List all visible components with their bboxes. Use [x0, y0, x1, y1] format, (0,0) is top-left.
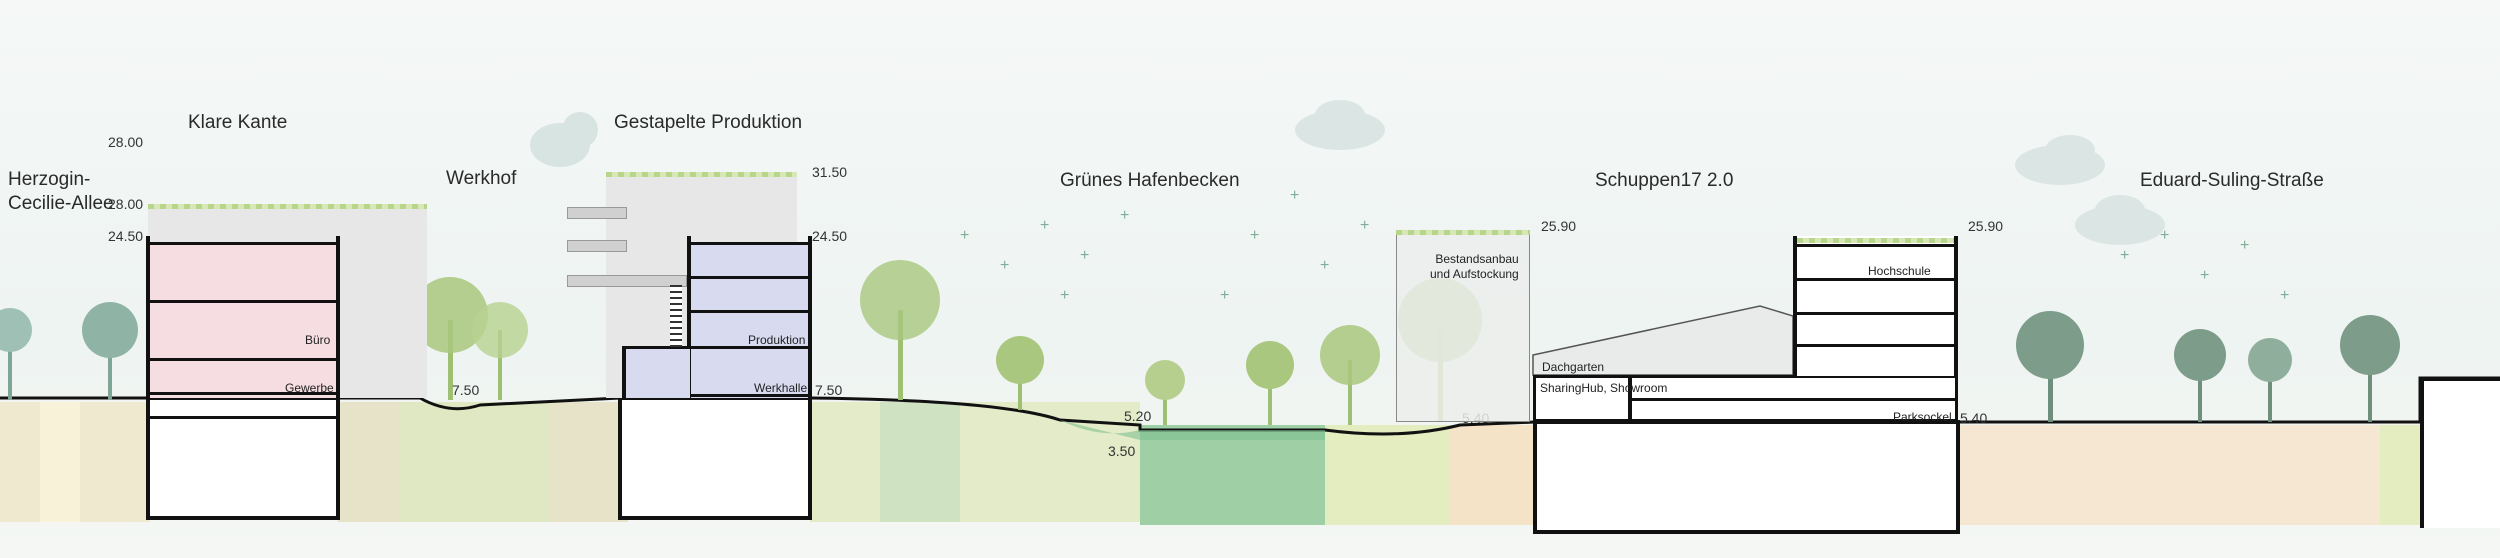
- svg-text:+: +: [1120, 207, 1129, 224]
- room-label-line: und Aufstockung: [1430, 267, 1519, 281]
- section-title-herzogin: Herzogin- Cecilie-Allee: [8, 168, 114, 216]
- section-title-eduard: Eduard-Suling-Straße: [2140, 170, 2324, 191]
- title-line: Herzogin-: [8, 169, 91, 190]
- ground-line: [0, 376, 2500, 436]
- svg-text:+: +: [1290, 187, 1299, 204]
- tree-icon: [1145, 360, 1185, 425]
- level-label: 25.90: [1541, 218, 1577, 234]
- tree-icon: [2016, 311, 2084, 422]
- svg-text:+: +: [1040, 217, 1049, 234]
- cantilever-slab: [567, 275, 687, 287]
- level-label: 28.00: [108, 196, 144, 212]
- svg-text:+: +: [1080, 247, 1089, 264]
- level-label: 5.20: [1124, 408, 1152, 424]
- tree-icon: [412, 277, 488, 400]
- level-label: 24.50: [812, 228, 848, 244]
- svg-text:+: +: [2160, 227, 2169, 244]
- tree-icon: [1246, 341, 1294, 425]
- level-label: 3.50: [1108, 443, 1136, 459]
- svg-text:+: +: [1220, 287, 1229, 304]
- svg-text:+: +: [1060, 287, 1069, 304]
- section-title-gestapelte: Gestapelte Produktion: [614, 112, 803, 133]
- plus-particles: + + + + + + + + + + + + + + + +: [960, 187, 2289, 304]
- building-werkhalle-extension: [622, 346, 690, 398]
- section-title-schuppen: Schuppen17 2.0: [1595, 170, 1734, 191]
- level-label: 24.50: [108, 228, 144, 244]
- green-roof: [1797, 238, 1954, 243]
- section-title-hafenbecken: Grünes Hafenbecken: [1060, 170, 1240, 191]
- level-label: 25.90: [1968, 218, 2004, 234]
- cloud-icon: [2075, 195, 2165, 245]
- stair: [670, 285, 682, 347]
- building-schuppen-base: [1533, 375, 1958, 422]
- building-hochschule: [1793, 236, 1958, 376]
- building-gestapelte-production: [687, 236, 812, 398]
- building-bestandsanbau: [1396, 234, 1530, 422]
- tree-icon: [2340, 315, 2400, 422]
- tree-icon: [1320, 325, 1380, 425]
- tree-icon: [2174, 329, 2226, 422]
- level-label: 7.50: [815, 382, 843, 398]
- level-label: 28.00: [108, 134, 144, 150]
- basin-water: [1060, 420, 1325, 440]
- building-klare-kante-office: [146, 236, 340, 419]
- room-label-hochschule: Hochschule: [1868, 264, 1931, 278]
- svg-text:+: +: [2280, 287, 2289, 304]
- room-label-gewerbe: Gewerbe: [285, 381, 334, 395]
- cantilever-slab: [567, 207, 627, 219]
- tree-icon: [82, 302, 138, 400]
- tree-icon: [0, 308, 32, 400]
- soil-layer: [0, 402, 2420, 525]
- room-label-buero: Büro: [305, 333, 331, 347]
- tree-icon: [996, 336, 1044, 410]
- tree-icon: [2248, 338, 2292, 422]
- room-label-dachgarten: Dachgarten: [1542, 360, 1605, 374]
- svg-text:+: +: [2200, 267, 2209, 284]
- basement-gestapelte: [618, 396, 812, 520]
- room-label-line: Bestandsanbau: [1435, 252, 1519, 266]
- level-label: 31.50: [812, 164, 848, 180]
- svg-text:+: +: [1360, 217, 1369, 234]
- tree-icon: [472, 302, 528, 400]
- green-roof: [148, 204, 427, 209]
- svg-text:+: +: [1250, 227, 1259, 244]
- level-label: 7.50: [452, 382, 480, 398]
- room-label-sharinghub: SharingHub, Showroom: [1540, 381, 1668, 395]
- svg-text:+: +: [2240, 237, 2249, 254]
- cloud-icon: [530, 112, 598, 167]
- level-label: 5.40: [1960, 410, 1988, 426]
- room-label-produktion: Produktion: [748, 333, 806, 347]
- green-roof: [1396, 230, 1530, 235]
- title-line: Cecilie-Allee: [8, 193, 114, 214]
- building-right-edge: [2420, 378, 2500, 528]
- cloud-icon: [1295, 100, 1385, 150]
- svg-text:+: +: [960, 227, 969, 244]
- svg-text:+: +: [1000, 257, 1009, 274]
- section-title-werkhof: Werkhof: [446, 168, 517, 189]
- tree-icon: [860, 260, 940, 400]
- room-label-bestandsanbau: Bestandsanbau und Aufstockung: [1430, 252, 1519, 282]
- room-label-parksockel: Parksockel: [1893, 410, 1952, 424]
- svg-text:+: +: [1320, 257, 1329, 274]
- basement-schuppen: [1533, 420, 1960, 534]
- cloud-icon: [2015, 135, 2105, 185]
- section-title-klare-kante: Klare Kante: [188, 112, 288, 133]
- green-roof: [606, 172, 797, 177]
- svg-text:+: +: [2120, 247, 2129, 264]
- room-label-werkhalle: Werkhalle: [754, 381, 808, 395]
- cantilever-slab: [567, 240, 627, 252]
